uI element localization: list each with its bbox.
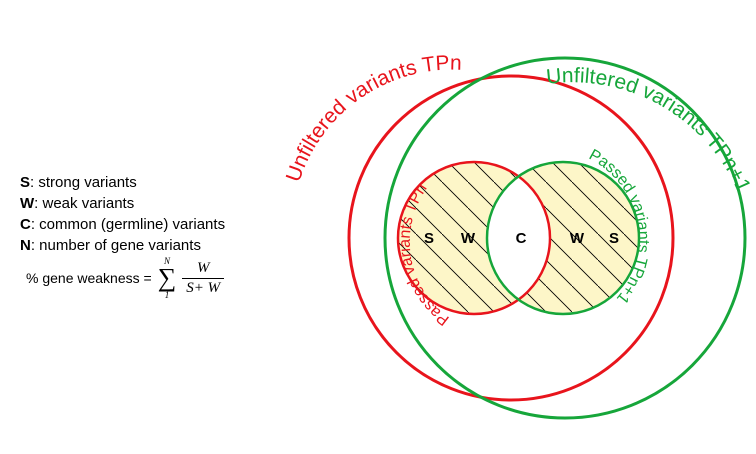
weakness-formula: % gene weakness = N ∑ 1 W S+ W bbox=[26, 256, 225, 300]
inner-circle-tpn bbox=[396, 160, 552, 316]
legend-item-weak: W: weak variants bbox=[20, 195, 135, 212]
region-s-left: S bbox=[424, 230, 434, 247]
region-s-right: S bbox=[609, 230, 619, 247]
outer-circle-tpn1 bbox=[383, 56, 747, 420]
weak-region-right bbox=[487, 162, 639, 314]
formula-label: % gene weakness = bbox=[26, 270, 152, 286]
legend-item-count: N: number of gene variants bbox=[20, 237, 201, 254]
legend: S: strong variants W: weak variants C: c… bbox=[20, 172, 225, 256]
sigma-symbol: ∑ bbox=[157, 263, 177, 292]
region-w-right: W bbox=[570, 230, 585, 247]
outer-circle-tpn bbox=[347, 74, 675, 402]
sum-lower-limit: 1 bbox=[164, 290, 170, 300]
region-c: C bbox=[516, 230, 527, 247]
common-region bbox=[487, 162, 550, 314]
legend-item-strong: S: strong variants bbox=[20, 174, 137, 191]
fraction: W S+ W bbox=[182, 259, 225, 297]
fraction-numerator: W bbox=[196, 259, 210, 276]
legend-item-common: C: common (germline) variants bbox=[20, 216, 226, 233]
outer-left-label: Unfiltered variants TPn bbox=[282, 52, 462, 185]
inner-circle-tpn1 bbox=[485, 160, 641, 316]
sum-upper-limit: N bbox=[163, 256, 170, 266]
inner-fills bbox=[398, 162, 639, 314]
summation: N ∑ 1 bbox=[158, 256, 177, 300]
region-w-left: W bbox=[461, 230, 476, 247]
fraction-denominator: S+ W bbox=[182, 277, 225, 297]
